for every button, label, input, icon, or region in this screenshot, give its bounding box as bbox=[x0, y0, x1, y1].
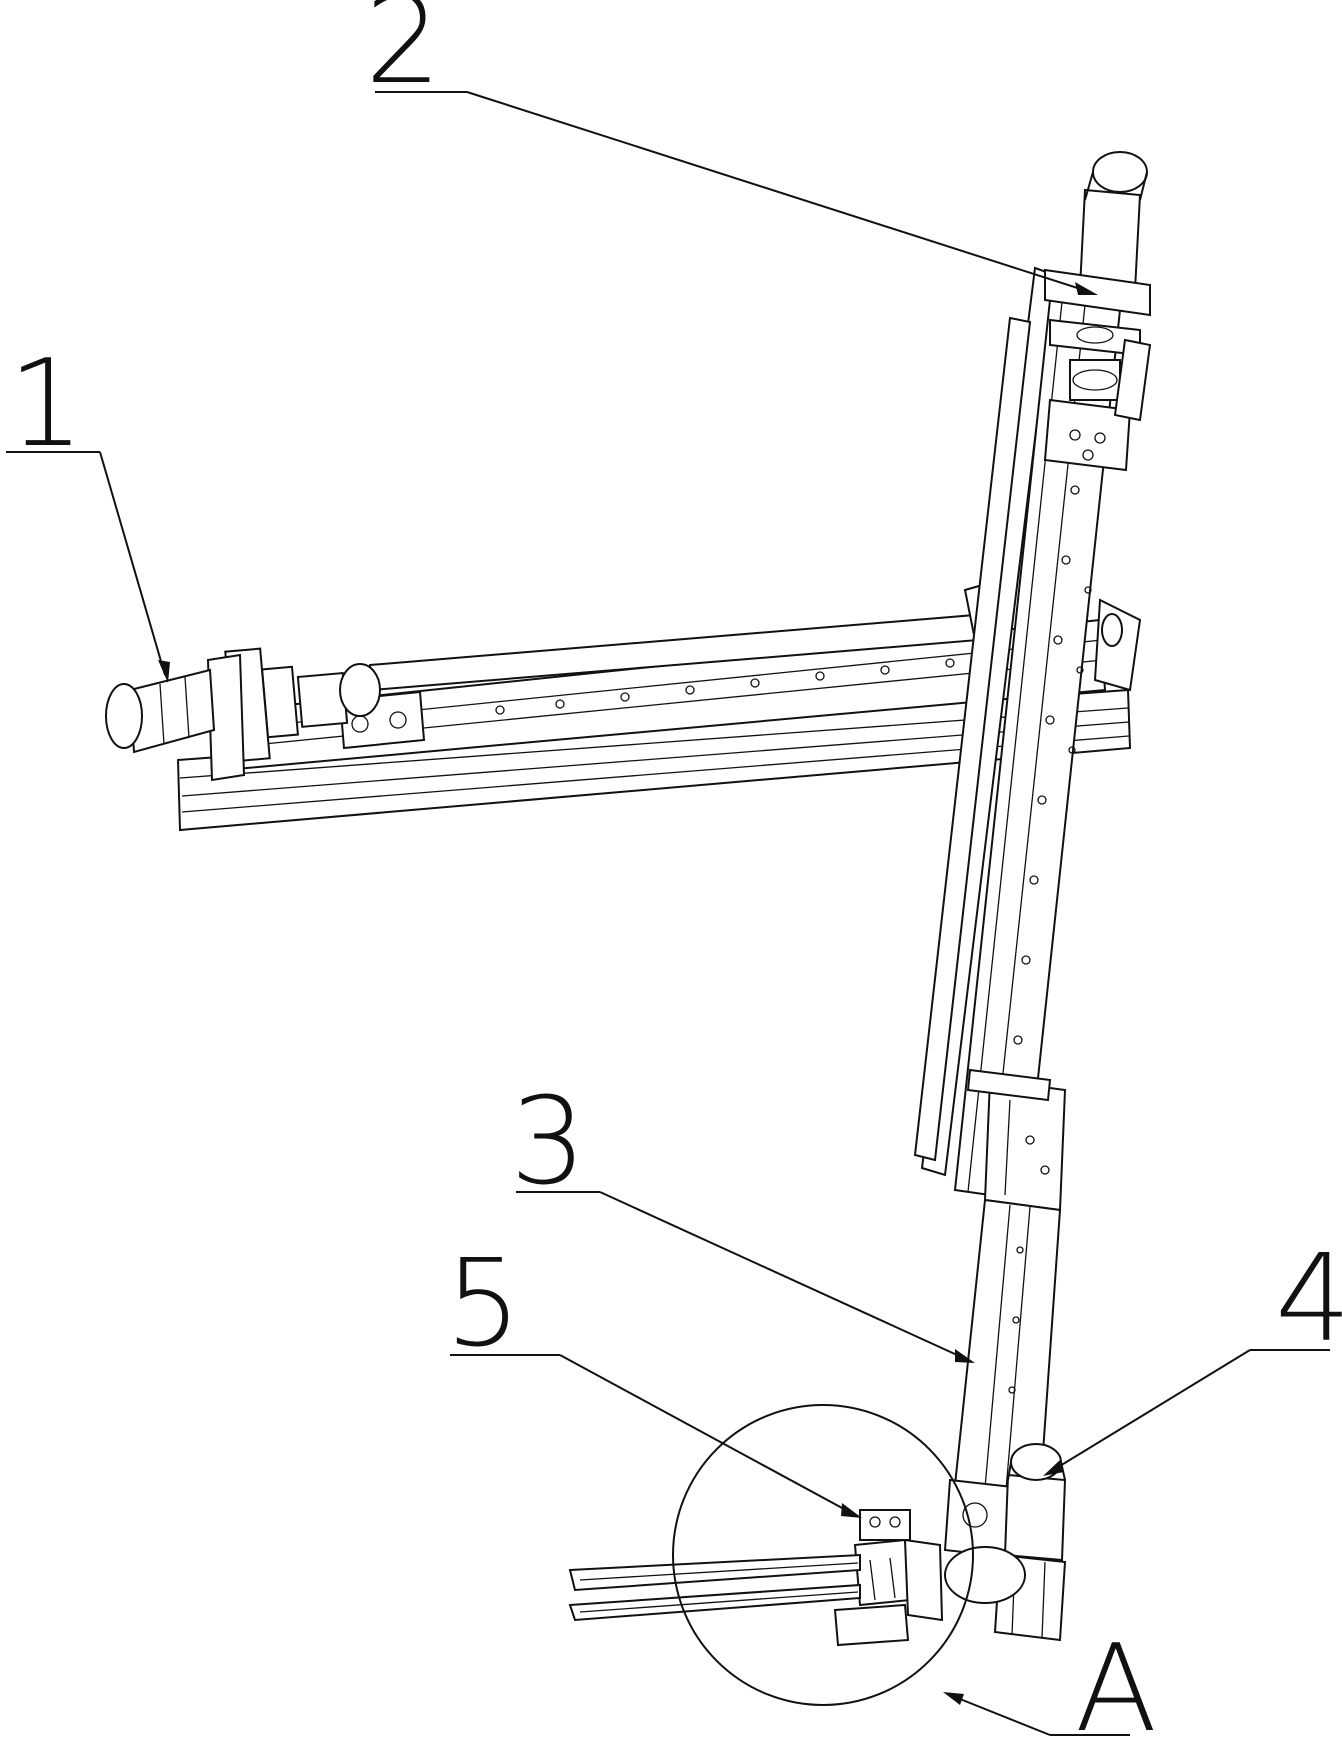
label-3: 3 bbox=[510, 1073, 586, 1212]
callout-labels: 1 2 3 4 5 A bbox=[8, 0, 1342, 1744]
label-5: 5 bbox=[445, 1235, 521, 1374]
vertical-axis-assembly bbox=[913, 151, 1152, 1202]
lower-axis-assembly bbox=[943, 1068, 1067, 1562]
gripper-assembly bbox=[568, 1509, 1026, 1647]
horizontal-axis-assembly bbox=[105, 578, 1142, 832]
label-4: 4 bbox=[1275, 1230, 1342, 1369]
label-1: 1 bbox=[8, 335, 84, 474]
detail-circle-a bbox=[672, 1404, 974, 1706]
label-a: A bbox=[1075, 1620, 1157, 1744]
rail-holes bbox=[495, 658, 955, 715]
leader-lines bbox=[6, 91, 1330, 1736]
label-2: 2 bbox=[365, 0, 441, 111]
